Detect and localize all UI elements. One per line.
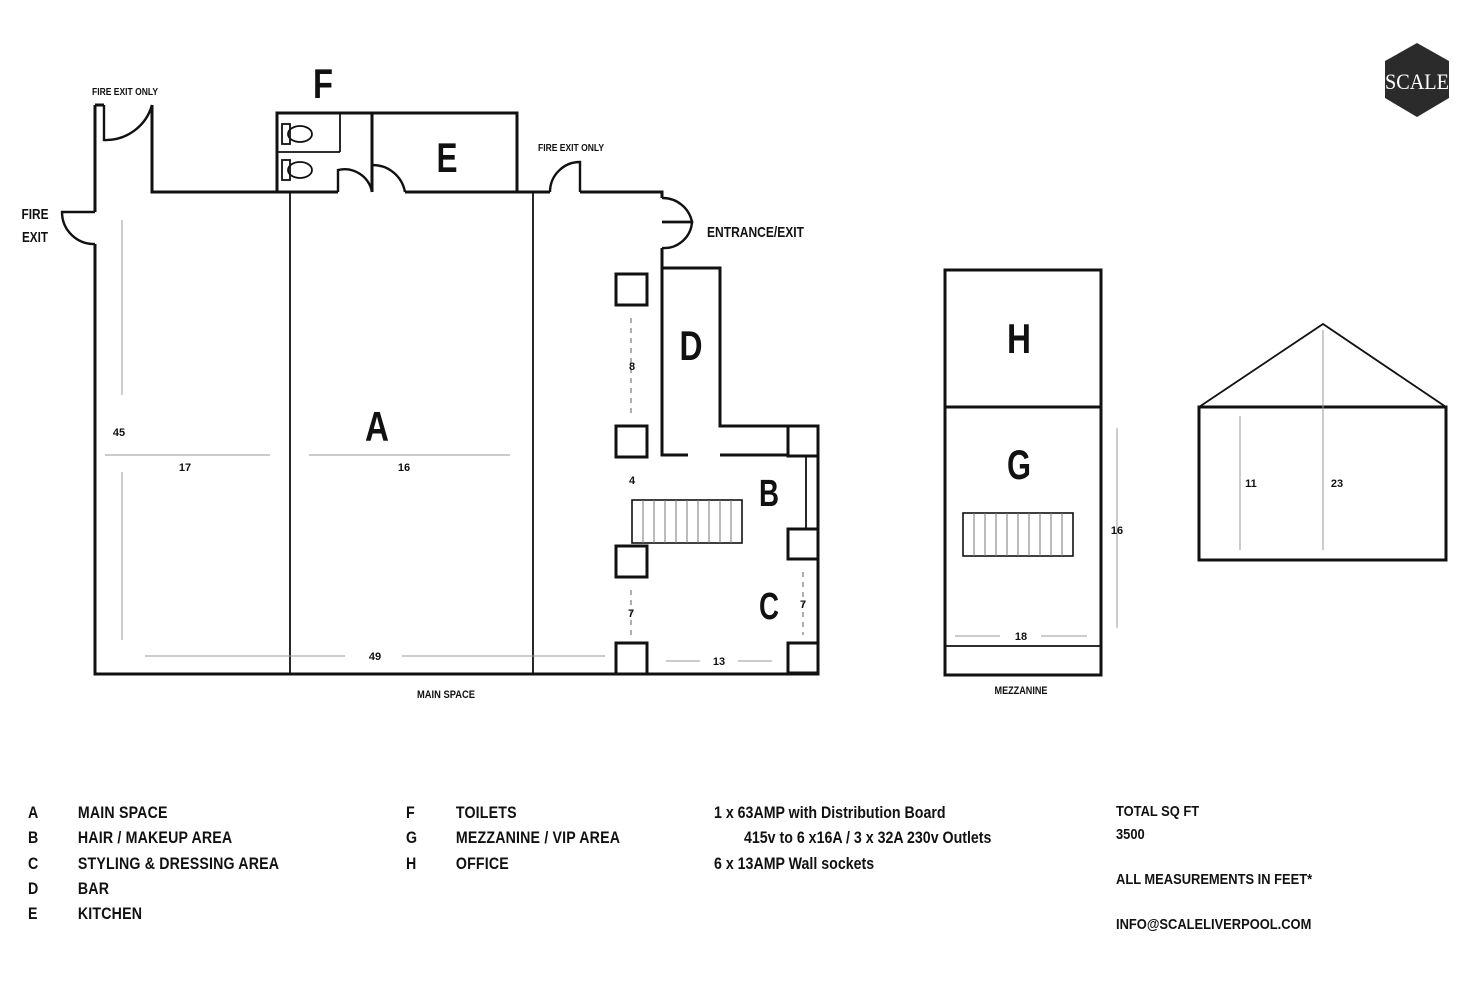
legend-key: A — [28, 804, 39, 822]
dim-width-left: 17 — [179, 462, 191, 474]
dim-width-a: 16 — [398, 462, 410, 474]
legend-key: D — [28, 880, 39, 898]
area-label-f: F — [313, 60, 333, 107]
legend-value: BAR — [77, 880, 110, 898]
dim-c-depth: 7 — [800, 599, 806, 611]
door-swings — [60, 104, 694, 250]
mezzanine-caption: MEZZANINE — [995, 685, 1048, 697]
legend-key: E — [28, 905, 38, 923]
elevation-view — [1197, 322, 1448, 562]
area-label-d: D — [680, 322, 703, 369]
area-label-a: A — [365, 403, 389, 450]
fire-exit-only-label-left: FIRE EXIT ONLY — [92, 87, 158, 98]
total-sqft-value: 3500 — [1116, 826, 1145, 843]
dim-main-length: 49 — [369, 651, 381, 663]
fire-exit-label-line2: EXIT — [22, 229, 48, 246]
legend-key: C — [28, 855, 39, 873]
dim-pillar-gap-top: 8 — [629, 361, 635, 373]
dim-pillar-gap-mid: 4 — [629, 475, 636, 487]
dim-elevation-wall: 11 — [1245, 478, 1257, 490]
mezzanine-plan — [943, 268, 1118, 677]
fire-exit-only-label-right: FIRE EXIT ONLY — [538, 143, 604, 154]
entrance-exit-label: ENTRANCE/EXIT — [707, 224, 804, 241]
legend-key: B — [28, 829, 39, 847]
area-label-h: H — [1007, 315, 1031, 362]
main-space-caption: MAIN SPACE — [417, 689, 475, 701]
legend-key: G — [406, 829, 418, 847]
power-line-3: 6 x 13AMP Wall sockets — [714, 855, 875, 873]
measurement-note: ALL MEASUREMENTS IN FEET* — [1116, 871, 1313, 888]
dimension-lines-main — [105, 220, 804, 662]
pillars — [614, 272, 820, 676]
main-building-walls — [93, 103, 820, 676]
legend-value: OFFICE — [455, 855, 509, 873]
staircase-main — [631, 499, 743, 544]
power-line-2: 415v to 6 x16A / 3 x 32A 230v Outlets — [744, 829, 992, 847]
legend-value: MAIN SPACE — [77, 804, 168, 822]
dim-main-depth: 45 — [113, 427, 125, 439]
legend-value: TOILETS — [455, 804, 517, 822]
area-label-c: C — [759, 586, 779, 628]
contact-email[interactable]: INFO@SCALELIVERPOOL.COM — [1116, 916, 1312, 933]
toilet-fixtures — [281, 123, 313, 181]
dim-elevation-peak: 23 — [1331, 478, 1343, 490]
total-sqft-label: TOTAL SQ FT — [1116, 803, 1200, 820]
legend-key: F — [406, 804, 415, 822]
legend-key: H — [406, 855, 417, 873]
dim-pillar-gap-bottom: 7 — [628, 608, 634, 620]
fire-exit-label-line1: FIRE — [22, 206, 49, 223]
dim-mezz-width: 18 — [1015, 631, 1027, 643]
area-label-b: B — [759, 473, 779, 515]
dim-c-width: 13 — [713, 656, 725, 668]
legend-value: MEZZANINE / VIP AREA — [455, 829, 621, 847]
power-line-1: 1 x 63AMP with Distribution Board — [714, 804, 946, 822]
legend-value: KITCHEN — [77, 905, 143, 923]
dim-mezz-depth: 16 — [1111, 525, 1123, 537]
scale-logo: SCALE — [1385, 43, 1449, 117]
legend-value: HAIR / MAKEUP AREA — [77, 829, 233, 847]
logo-text: SCALE — [1385, 69, 1449, 94]
area-label-g: G — [1007, 441, 1031, 488]
area-label-e: E — [437, 134, 458, 181]
legend-value: STYLING & DRESSING AREA — [77, 855, 280, 873]
